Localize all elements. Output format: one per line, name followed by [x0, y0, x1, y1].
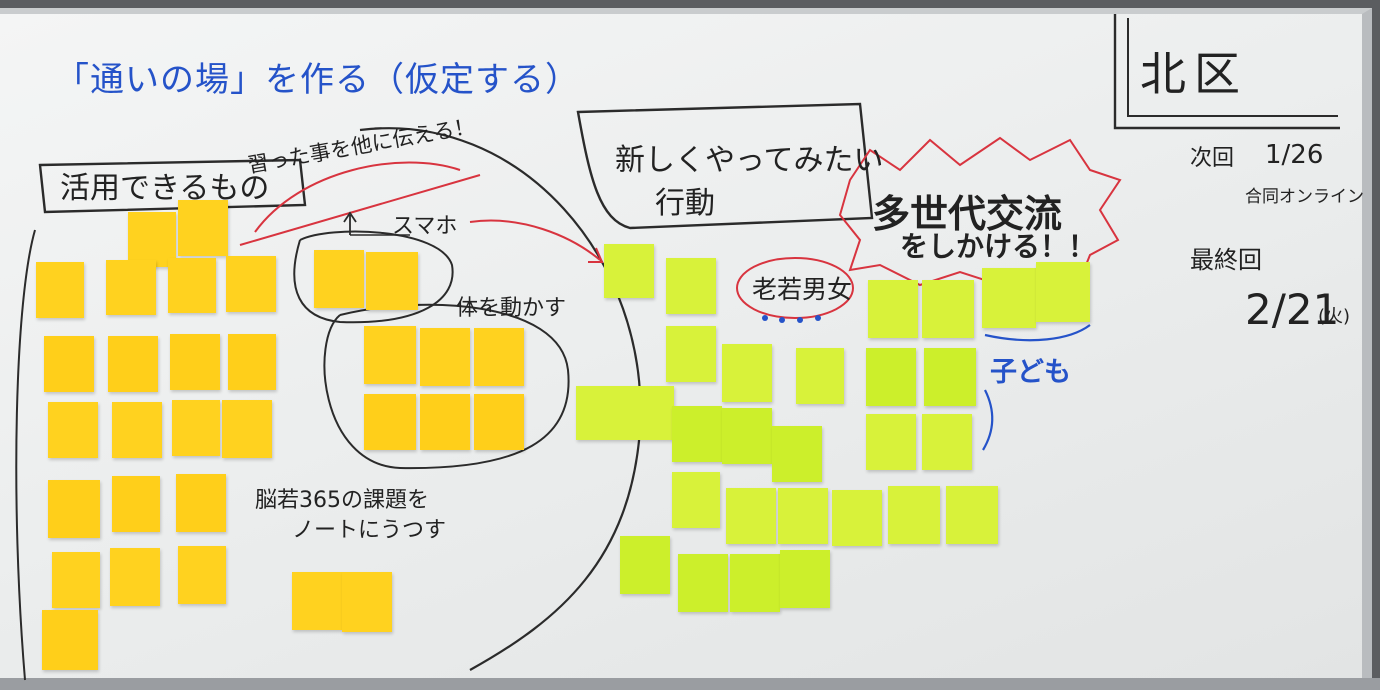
sticky-note: [364, 326, 416, 384]
marker-tray: [0, 678, 1380, 690]
sticky-note: [922, 414, 972, 470]
sticky-note: [866, 414, 916, 470]
sticky-note: [366, 252, 418, 310]
burst-line2: をしかける！！: [900, 230, 1097, 263]
smartphone-label: スマホ: [392, 214, 458, 239]
sticky-note: [112, 476, 160, 532]
sticky-note: [112, 402, 162, 458]
sticky-note: [108, 336, 158, 392]
sticky-note: [604, 244, 654, 298]
sticky-note: [982, 268, 1036, 328]
sticky-note: [292, 572, 342, 630]
sticky-note: [832, 490, 882, 546]
sticky-note: [36, 262, 84, 318]
children-label: 子ども: [990, 357, 1071, 388]
sticky-note: [672, 472, 720, 528]
sticky-note: [176, 474, 226, 532]
sticky-note: [172, 400, 220, 456]
sticky-note: [722, 344, 772, 402]
sticky-note: [678, 554, 728, 612]
sticky-note: [924, 348, 976, 406]
sticky-note: [168, 258, 216, 313]
sticky-note: [730, 554, 780, 612]
sticky-note: [226, 256, 276, 312]
sticky-note: [178, 200, 228, 256]
sticky-note: [922, 280, 974, 338]
sticky-note: [420, 394, 470, 450]
sticky-note: [666, 258, 716, 314]
final-day: (火): [1318, 306, 1351, 327]
sticky-note: [42, 610, 98, 670]
task-text-line2: ノートにうつす: [292, 518, 447, 543]
new-action-line1: 新しくやってみたい: [615, 143, 884, 178]
body-move-label: 体を動かす: [456, 296, 567, 321]
sticky-note: [364, 394, 416, 450]
left-box-label: 活用できるもの: [60, 171, 270, 206]
sticky-note: [672, 406, 722, 462]
sticky-note: [474, 328, 524, 386]
sticky-note: [314, 250, 364, 308]
sticky-note: [342, 572, 392, 632]
sticky-note: [110, 548, 160, 606]
sticky-note: [128, 212, 176, 267]
sticky-note: [866, 348, 916, 406]
sticky-note: [778, 488, 828, 544]
next-mode: 合同オンライン: [1245, 187, 1364, 207]
board-title: 「通いの場」を作る（仮定する）: [55, 60, 580, 100]
sticky-note: [722, 408, 772, 464]
sticky-note: [44, 336, 94, 392]
sticky-note: [666, 326, 716, 382]
sticky-note: [170, 334, 220, 390]
sticky-note: [946, 486, 998, 544]
sticky-note: [222, 400, 272, 458]
sticky-note: [1036, 262, 1090, 322]
sticky-note: [780, 550, 830, 608]
sticky-note: [48, 480, 100, 538]
sticky-note: [888, 486, 940, 544]
district-label: 北区: [1140, 47, 1248, 101]
sticky-note: [726, 488, 776, 544]
sticky-note: [868, 280, 918, 338]
sticky-note: [48, 402, 98, 458]
final-date: 2/21: [1245, 285, 1340, 334]
new-action-line2: 行動: [655, 186, 715, 221]
sticky-note: [106, 260, 156, 315]
sticky-note: [52, 552, 100, 608]
sticky-note: [796, 348, 844, 404]
next-date: 1/26: [1265, 140, 1324, 170]
task-text-line1: 脳若365の課題を: [255, 488, 429, 513]
sticky-note: [420, 328, 470, 386]
next-label: 次回: [1190, 146, 1235, 171]
sticky-note: [620, 536, 670, 594]
burst-line1: 多世代交流: [872, 192, 1063, 236]
sticky-note: [772, 426, 822, 482]
sticky-note: [178, 546, 226, 604]
sticky-note: [228, 334, 276, 390]
final-label: 最終回: [1190, 246, 1262, 274]
sticky-note: [576, 386, 674, 440]
elder-label: 老若男女: [752, 275, 853, 304]
sticky-note: [474, 394, 524, 450]
